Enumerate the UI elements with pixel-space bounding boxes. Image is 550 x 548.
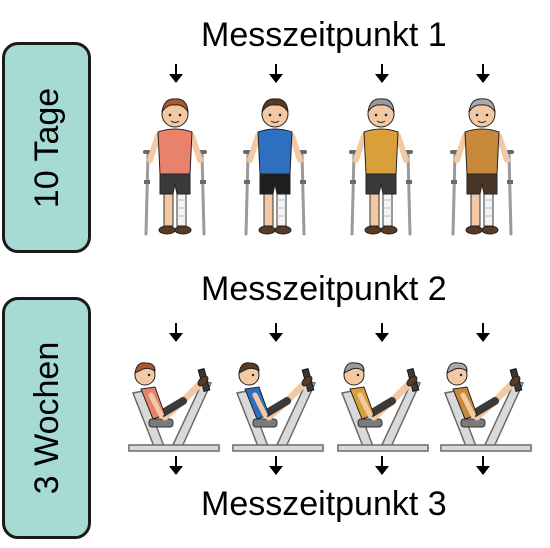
young-man-on-crutches-figure bbox=[238, 92, 312, 240]
label-3-wochen: 3 Wochen bbox=[27, 341, 66, 495]
down-arrow-icon bbox=[375, 456, 389, 476]
young-woman-on-crutches-figure bbox=[138, 92, 212, 240]
title-messzeitpunkt-1: Messzeitpunkt 1 bbox=[201, 16, 447, 54]
older-woman-on-crutches-figure bbox=[344, 92, 418, 240]
down-arrow-icon bbox=[375, 64, 389, 84]
young-woman-leg-press-figure bbox=[125, 353, 223, 453]
older-woman-leg-press-figure bbox=[334, 353, 432, 453]
down-arrow-icon bbox=[169, 456, 183, 476]
down-arrow-icon bbox=[476, 323, 490, 343]
down-arrow-icon bbox=[269, 323, 283, 343]
title-messzeitpunkt-2: Messzeitpunkt 2 bbox=[201, 270, 447, 308]
down-arrow-icon bbox=[269, 64, 283, 84]
older-man-on-crutches-figure bbox=[445, 92, 519, 240]
down-arrow-icon bbox=[476, 64, 490, 84]
older-man-leg-press-figure bbox=[437, 353, 535, 453]
label-box-10-tage: 10 Tage bbox=[2, 42, 91, 253]
down-arrow-icon bbox=[169, 323, 183, 343]
down-arrow-icon bbox=[476, 456, 490, 476]
label-10-tage: 10 Tage bbox=[27, 87, 66, 208]
young-man-leg-press-figure bbox=[229, 353, 327, 453]
down-arrow-icon bbox=[169, 64, 183, 84]
down-arrow-icon bbox=[375, 323, 389, 343]
label-box-3-wochen: 3 Wochen bbox=[2, 297, 91, 539]
title-messzeitpunkt-3: Messzeitpunkt 3 bbox=[201, 485, 447, 523]
down-arrow-icon bbox=[269, 456, 283, 476]
